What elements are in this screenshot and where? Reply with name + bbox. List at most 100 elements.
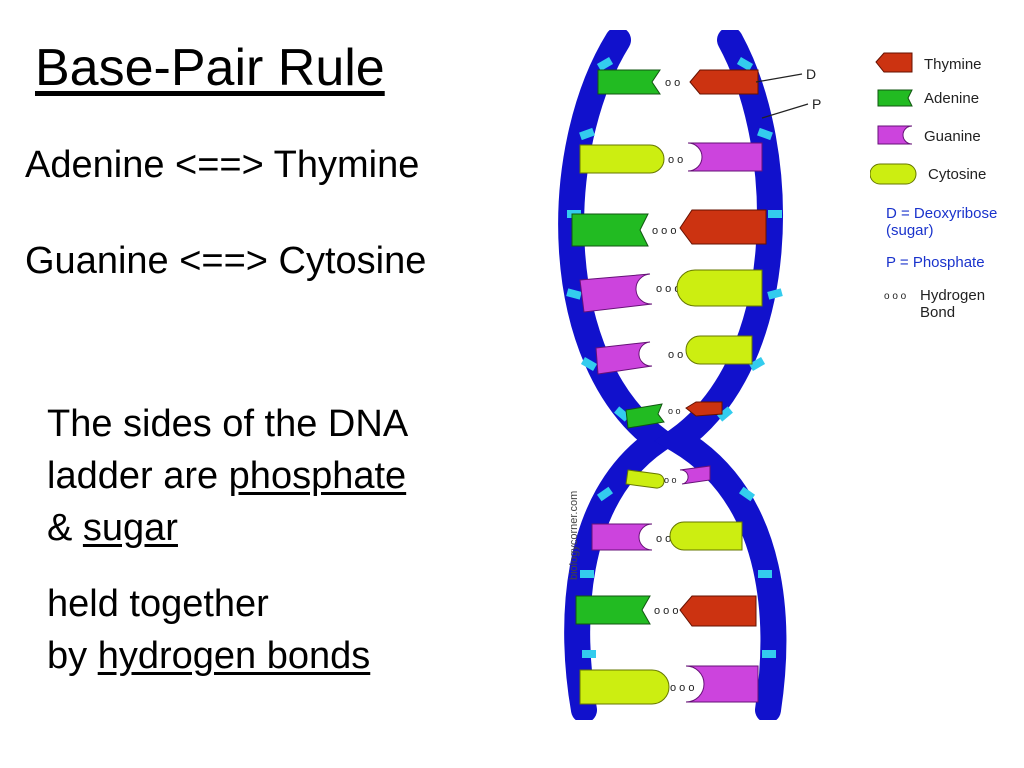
legend-label-adenine: Adenine — [924, 90, 979, 107]
backbone-strand-right — [654, 30, 787, 720]
paragraph-held-line2: by hydrogen bonds — [47, 630, 370, 682]
legend-deoxyribose-line2: (sugar) — [886, 222, 934, 239]
cytosine-base — [685, 335, 753, 365]
backbone-segment — [580, 570, 594, 578]
legend-hbond-line2: Bond — [920, 304, 955, 321]
base-pair-c-g: o o o — [579, 665, 759, 705]
legend-label-cytosine: Cytosine — [928, 166, 986, 183]
hydrogen-bond-dots: o o — [668, 154, 683, 166]
hydrogen-bond-dots: o o — [668, 349, 683, 361]
paragraph-held-line2-prefix: by — [47, 635, 98, 677]
dna-helix-diagram: o o o o o o o o o o o o o o o o o o — [558, 30, 821, 720]
backbone-segment — [758, 570, 772, 578]
backbone-segment — [582, 650, 596, 658]
thymine-base — [679, 595, 757, 627]
guanine-base — [591, 523, 653, 551]
paragraph-sides-line2-prefix: ladder are — [47, 455, 229, 497]
adenine-base — [625, 403, 665, 429]
base-pair-a-t: o o — [597, 69, 759, 95]
legend: Thymine Adenine Guanine Cytosine D = Deo… — [870, 52, 997, 321]
legend-phosphate: P = Phosphate — [886, 254, 985, 271]
hydrogen-bond-dots: o o o — [670, 682, 694, 694]
backbone-segment — [596, 57, 614, 71]
watermark-biologycorner: biologycorner.com — [568, 490, 580, 580]
deoxyribose-label-d: D — [806, 66, 816, 82]
phosphate-label-p: P — [812, 96, 821, 112]
cytosine-base — [625, 469, 665, 489]
paragraph-sides-line3-prefix: & — [47, 507, 83, 549]
backbone-segment — [748, 357, 766, 371]
hydrogen-bond-dots: o o o — [656, 283, 680, 295]
base-pair-a-t: o o o — [575, 595, 757, 627]
hydrogen-bonds-term: hydrogen bonds — [97, 635, 371, 677]
hydrogen-bond-dots: o o — [665, 77, 680, 89]
deoxyribose-pointer-line — [755, 73, 803, 83]
hydrogen-bond-dots: o o — [656, 533, 671, 545]
base-pair-g-c: o o — [591, 521, 743, 551]
legend-hbond-dots: o o o — [884, 291, 907, 302]
legend-item-thymine: Thymine — [875, 52, 982, 73]
backbone-segment — [614, 406, 630, 422]
base-pair-a-t: o o — [625, 401, 723, 429]
slide-title: Base-Pair Rule — [35, 39, 385, 97]
legend-item-adenine: Adenine — [877, 89, 979, 107]
thymine-base — [679, 209, 767, 245]
paragraph-held-line1: held together — [47, 583, 269, 625]
phosphate-pointer-line — [761, 103, 809, 119]
backbone-segment — [767, 288, 783, 300]
backbone-segment — [579, 127, 595, 141]
adenine-base — [575, 595, 651, 625]
legend-label-guanine: Guanine — [924, 128, 981, 145]
base-pair-g-c: o o o — [579, 269, 763, 313]
backbone-segment — [596, 486, 614, 502]
hydrogen-bond-dots: o o o — [654, 605, 678, 617]
paragraph-sides-line3: & sugar — [47, 502, 408, 554]
legend-label-thymine: Thymine — [924, 56, 982, 73]
adenine-swatch — [877, 89, 913, 107]
guanine-swatch — [877, 125, 913, 145]
legend-deoxyribose-line1: D = Deoxyribose — [886, 205, 997, 222]
paragraph-sides-line1: The sides of the DNA — [47, 403, 409, 445]
cytosine-base — [579, 144, 665, 174]
backbone-segment — [580, 357, 598, 371]
backbone-segment — [768, 210, 782, 218]
guanine-base — [685, 665, 759, 703]
backbone-segments — [566, 57, 783, 658]
adenine-base — [571, 213, 649, 247]
base-pair-c-g: o o — [625, 465, 711, 489]
base-pair-a-t: o o o — [571, 209, 767, 247]
base-pair-c-g: o o — [579, 142, 763, 174]
backbone-segment — [736, 57, 754, 71]
adenine-base — [597, 69, 661, 95]
legend-item-guanine: Guanine — [877, 125, 981, 145]
guanine-base — [579, 273, 653, 313]
hydrogen-bond-dots: o o o — [652, 225, 676, 237]
paragraph-sides: The sides of the DNA ladder are phosphat… — [47, 398, 408, 554]
guanine-base — [595, 341, 653, 375]
paragraph-held-together: held together by hydrogen bonds — [47, 578, 370, 682]
backbone-segment — [717, 406, 733, 422]
phosphate-term: phosphate — [228, 455, 407, 497]
guanine-base — [679, 465, 711, 485]
guanine-base — [687, 142, 763, 172]
rule-guanine-cytosine: Guanine <==> Cytosine — [25, 240, 427, 282]
backbone-segment — [762, 650, 776, 658]
backbone-segment — [566, 288, 582, 300]
backbone-segment — [738, 486, 756, 502]
legend-hbond-line1: Hydrogen — [920, 287, 985, 304]
base-pair-g-c: o o — [595, 335, 753, 375]
thymine-swatch — [875, 52, 913, 73]
cytosine-base — [676, 269, 763, 307]
sugar-term: sugar — [82, 507, 178, 549]
cytosine-base — [579, 669, 670, 705]
hydrogen-bond-dots: o o — [668, 406, 681, 416]
backbone-segment — [757, 127, 773, 141]
thymine-base — [685, 401, 723, 417]
legend-item-cytosine: Cytosine — [870, 163, 986, 185]
paragraph-sides-line2: ladder are phosphate — [47, 450, 408, 502]
cytosine-swatch — [870, 163, 917, 185]
hydrogen-bond-dots: o o — [664, 475, 677, 485]
rule-adenine-thymine: Adenine <==> Thymine — [25, 144, 420, 186]
thymine-base — [689, 69, 759, 95]
cytosine-base — [669, 521, 743, 551]
